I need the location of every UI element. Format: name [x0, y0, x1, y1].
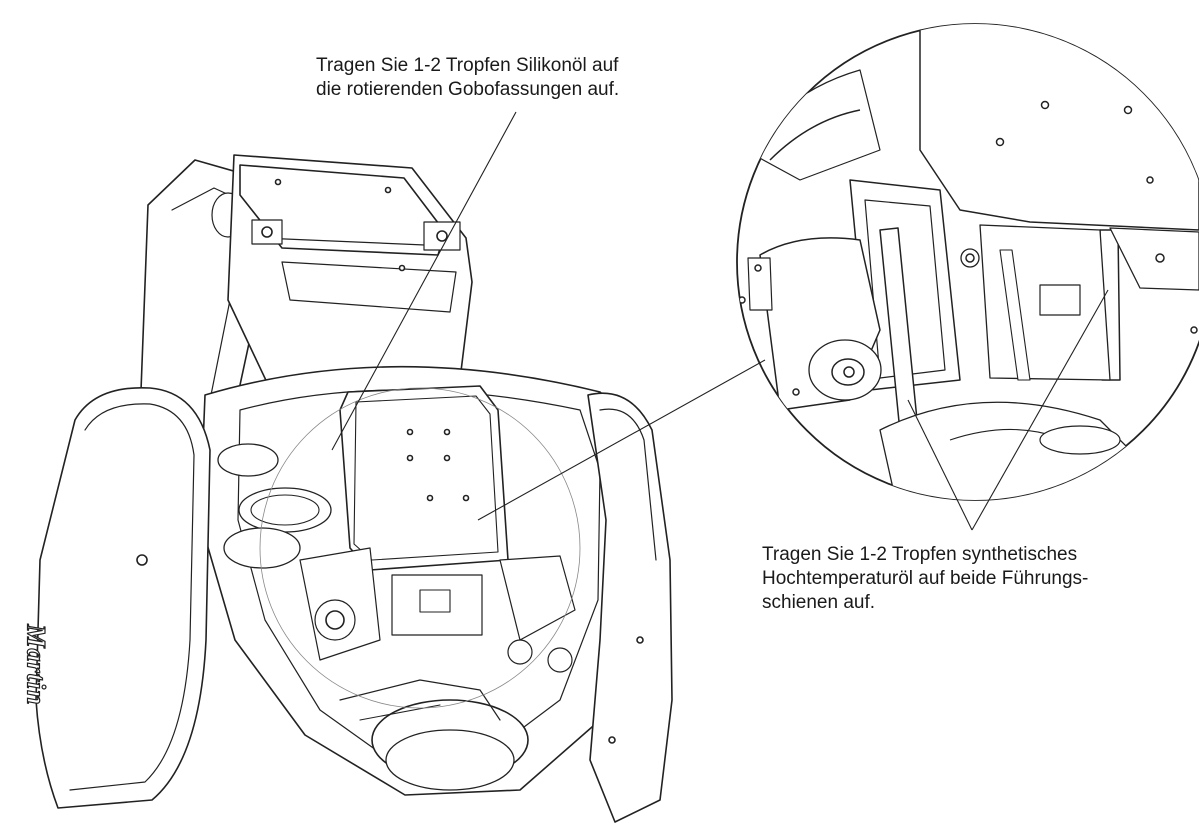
front-yoke-arm — [35, 386, 211, 809]
detail-view — [736, 23, 1199, 501]
callout-gobo-lubrication: Tragen Sie 1-2 Tropfen Silikonöl auf die… — [316, 54, 619, 102]
callout-gobo-line-2: die rotierenden Gobofassungen auf. — [316, 79, 620, 100]
callout-gobo-line-1: Tragen Sie 1-2 Tropfen Silikonöl auf — [316, 55, 619, 76]
callout-rail-lubrication: Tragen Sie 1-2 Tropfen synthetisches Hoc… — [762, 543, 1088, 615]
callout-rail-line-2: Hochtemperaturöl auf beide Führungs- — [762, 568, 1089, 589]
callout-rail-line-3: schienen auf. — [762, 592, 876, 613]
callout-rail-line-1: Tragen Sie 1-2 Tropfen synthetisches — [762, 544, 1078, 565]
brand-logo-text: Martin — [21, 624, 51, 706]
leader-rail-right — [971, 289, 1109, 531]
leader-rail-left — [907, 399, 973, 531]
leader-detail — [477, 359, 766, 521]
leader-gobo — [331, 111, 517, 451]
brand-logo: Martin — [14, 605, 58, 725]
right-yoke-arm — [587, 392, 673, 823]
